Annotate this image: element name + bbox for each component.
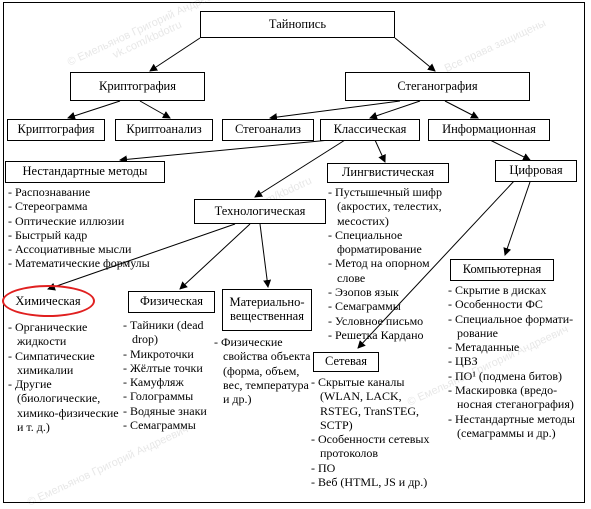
list-item: - Скрытие в дисках — [448, 283, 547, 297]
list-physical: - Тайники (dead drop) - Микроточки - Жёл… — [123, 318, 218, 432]
list-item: - Эзопов язык — [328, 285, 399, 300]
list-item: - Нестандартные методы (семаграммы и др.… — [448, 411, 578, 440]
arrow-root-steganography — [394, 37, 436, 72]
node-technological: Технологическая — [194, 199, 326, 224]
list-item: - Специальное формати­рование — [328, 227, 422, 257]
node-classical: Классическая — [320, 119, 420, 141]
list-item: - Скрытые каналы (WLAN, LACK, RSTEG, Tra… — [311, 375, 423, 432]
node-linguistic: Лингвистическая — [327, 163, 449, 183]
list-item: - Другие (биологические, химико-физическ… — [8, 377, 122, 435]
list-item: - Физические свойства объекта (форма, об… — [214, 335, 314, 407]
node-steganalysis: Стегоанализ — [222, 119, 314, 141]
list-material: - Физические свойства объекта (форма, об… — [214, 335, 314, 406]
arrow-root-cryptography — [149, 37, 201, 72]
node-nonstandard-methods: Нестандартные методы — [5, 161, 165, 183]
node-digital: Цифровая — [495, 160, 577, 182]
list-item: - Математические формулы — [8, 256, 150, 271]
list-nonstandard-methods: - Распознавание - Стереограмма - Оптичес… — [8, 185, 238, 271]
arrow-classical-linguistic — [374, 139, 386, 163]
list-item: - Тайники (dead drop) — [123, 318, 207, 347]
arrow-stego-informational — [444, 100, 479, 119]
list-item: - Быстрый кадр — [8, 227, 88, 242]
list-item: - Особенности ФС — [448, 297, 543, 312]
list-item: - ЦВЗ — [448, 354, 478, 369]
list-item: - Стереограмма — [8, 199, 88, 214]
list-item: - Органические жидкости — [8, 320, 91, 349]
arrow-digital-computer — [503, 181, 531, 256]
arrow-tech-chemical — [47, 223, 236, 291]
list-linguistic: - Пустышечный шифр (акростих, телестих, … — [328, 185, 450, 342]
list-item: - ПО — [311, 460, 336, 475]
node-network: Сетевая — [313, 352, 379, 372]
list-item: - Особенности сетевых протоколов — [311, 432, 433, 461]
node-cryptography: Криптография — [7, 119, 105, 141]
node-cryptography-top: Криптография — [70, 72, 205, 101]
list-item: - Метаданные — [448, 340, 520, 355]
diagram-frame — [3, 2, 585, 503]
node-root: Тайнопись — [200, 11, 395, 38]
list-item: - Водяные знаки — [123, 403, 207, 418]
list-item: - Ассоциативные мысли — [8, 242, 132, 257]
arrow-digital-network — [357, 179, 516, 349]
list-item: - ПО¹ (подмена битов) — [448, 368, 563, 383]
node-informational: Информационная — [428, 119, 550, 141]
list-item: - Оптические иллюзии — [8, 213, 125, 228]
arrow-stego-steganalysis — [269, 100, 401, 122]
arrow-crypto-cryptography — [67, 100, 121, 120]
node-physical: Физическая — [128, 291, 215, 313]
arrow-classical-nonstandard — [119, 139, 331, 164]
list-item: - Семаграммы — [328, 299, 401, 314]
arrow-stego-classical — [369, 100, 421, 120]
list-computer: - Скрытие в дисках - Особенности ФС - Сп… — [448, 283, 583, 440]
node-cryptanalysis: Криптоанализ — [115, 119, 213, 141]
list-chemical: - Органические жидкости - Симпатические … — [8, 320, 123, 434]
arrow-classical-technological — [254, 139, 346, 198]
list-item: - Симпатические химикалии — [8, 348, 98, 377]
list-item: - Маскировка (вредо­носная стеганография… — [448, 383, 574, 412]
list-item: - Семаграммы — [123, 418, 196, 433]
list-network: - Скрытые каналы (WLAN, LACK, RSTEG, Tra… — [311, 375, 441, 489]
list-item: - Микроточки — [123, 346, 194, 361]
list-item: - Метод на опорном слове — [328, 256, 433, 285]
list-item: - Условное письмо — [328, 313, 424, 328]
list-item: - Веб (HTML, JS и др.) — [311, 475, 428, 490]
list-item: - Распознавание — [8, 185, 91, 199]
node-steganography-top: Стеганография — [345, 72, 530, 101]
arrow-tech-material — [259, 223, 272, 288]
highlight-ellipse — [2, 285, 95, 317]
list-item: - Специальное формати­рование — [448, 311, 574, 340]
node-material: Материально-вещественная — [222, 289, 312, 331]
arrow-informational-digital — [489, 139, 531, 161]
list-item: - Голограммы — [123, 389, 194, 404]
arrow-crypto-cryptanalysis — [139, 100, 171, 119]
list-item: - Камуфляж — [123, 375, 184, 390]
list-item: - Решетка Кардано — [328, 327, 424, 342]
node-computer: Компьютерная — [450, 259, 554, 281]
list-item: - Пустышечный шифр (акростих, телестих, … — [328, 185, 445, 228]
arrow-tech-physical — [179, 223, 251, 290]
list-item: - Жёлтые точки — [123, 360, 203, 375]
